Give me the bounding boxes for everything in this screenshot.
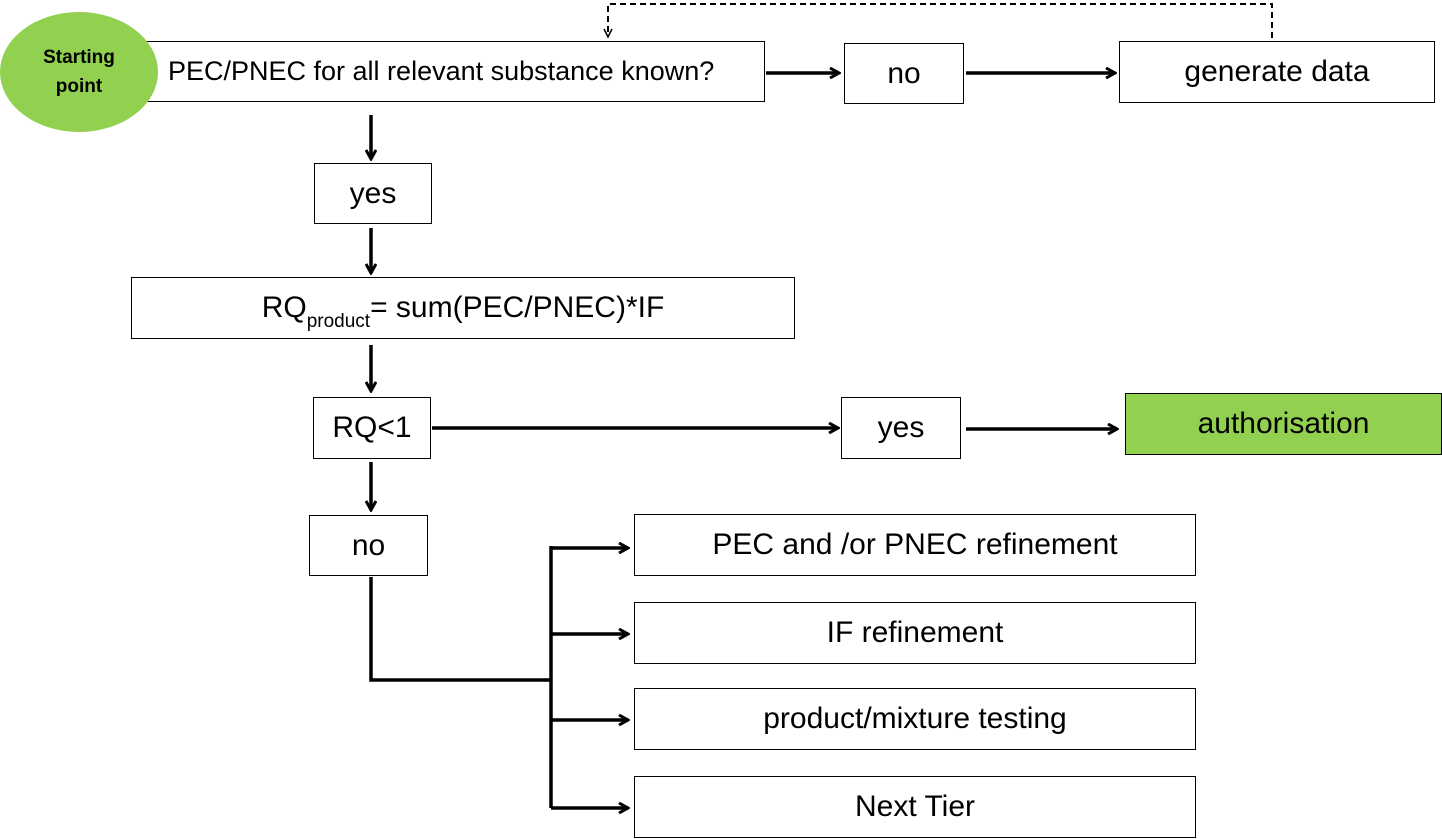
question-box: PEC/PNEC for all relevant substance know…	[140, 41, 765, 102]
no-box-rq: no	[309, 515, 428, 576]
option-box-3: product/mixture testing	[634, 688, 1196, 750]
feedback-dashed-arrow	[603, 3, 1273, 39]
formula-box: RQproduct= sum(PEC/PNEC)*IF	[131, 277, 795, 339]
starting-point-line1: Starting	[43, 47, 115, 68]
rq-check-label: RQ<1	[332, 411, 412, 444]
no-label-rq: no	[351, 528, 386, 562]
yes-label-rq: yes	[877, 411, 925, 444]
option-box-1: PEC and /or PNEC refinement	[634, 514, 1196, 576]
authorisation-box: authorisation	[1125, 393, 1442, 455]
no-box-top: no	[844, 43, 964, 104]
no-label-top: no	[887, 56, 921, 90]
option-box-4: Next Tier	[634, 776, 1196, 838]
yes-box-rq: yes	[841, 397, 961, 459]
formula-main: RQ	[261, 291, 307, 324]
option-label-4: Next Tier	[854, 790, 976, 823]
generate-data-box: generate data	[1119, 41, 1435, 103]
rq-check-box: RQ<1	[313, 397, 431, 459]
yes-box-top: yes	[314, 163, 432, 224]
connector-no-to-options	[369, 577, 551, 682]
option-label-1: PEC and /or PNEC refinement	[712, 528, 1118, 561]
formula-subscript: product	[306, 311, 371, 332]
starting-point-line2: point	[55, 76, 103, 97]
authorisation-label: authorisation	[1197, 407, 1370, 440]
option-label-3: product/mixture testing	[763, 702, 1067, 735]
starting-point: Starting point	[0, 12, 158, 132]
question-text: PEC/PNEC for all relevant substance know…	[168, 56, 715, 86]
formula-rest: = sum(PEC/PNEC)*IF	[370, 291, 665, 324]
option-box-2: IF refinement	[634, 602, 1196, 664]
yes-label-top: yes	[349, 176, 397, 210]
generate-data-label: generate data	[1184, 55, 1370, 88]
formula-text: RQproduct= sum(PEC/PNEC)*IF	[261, 291, 665, 332]
option-label-2: IF refinement	[826, 616, 1004, 649]
